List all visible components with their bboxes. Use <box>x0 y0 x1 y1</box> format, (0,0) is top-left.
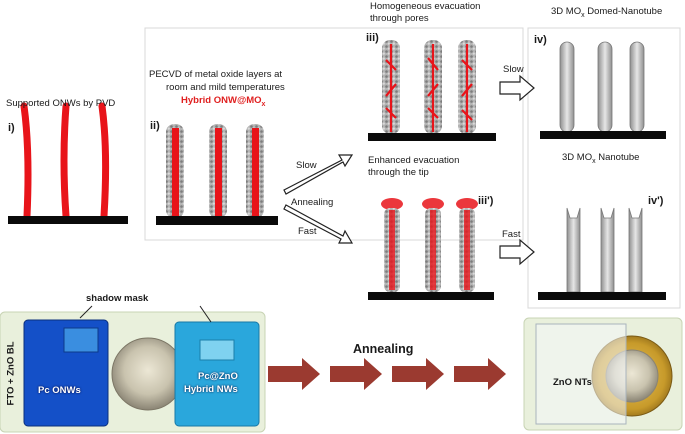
step-ii-label: ii) <box>150 120 160 132</box>
panel-iii-nanowires <box>368 40 496 141</box>
pc-zno-label-2: Hybrid NWs <box>184 384 238 395</box>
nanowire <box>98 102 110 220</box>
fast-arrow-right <box>499 238 535 266</box>
pointer <box>79 305 93 319</box>
fast-arrow-mid <box>283 204 354 244</box>
nanowire <box>20 102 32 220</box>
step-iii-prime-label: iii') <box>478 195 494 207</box>
step-i-label: i) <box>8 122 15 134</box>
shadow-mask-label: shadow mask <box>86 293 149 304</box>
slow-top-label: Slow <box>503 64 524 75</box>
pc-zno-sample <box>174 321 260 427</box>
core <box>172 128 179 216</box>
step-iii-label: iii) <box>366 32 379 44</box>
substrate <box>368 292 494 300</box>
zno-nts-label: ZnO NTs <box>553 377 592 388</box>
annealing-mid-label: Annealing <box>291 197 334 208</box>
pecvd-label-1: PECVD of metal oxide layers at <box>149 69 283 80</box>
fto-label: FTO + ZnO BL <box>5 341 17 406</box>
slow-arrow-right <box>499 74 535 102</box>
panel-iv-nanotubes <box>540 41 666 139</box>
slow-mid-label: Slow <box>296 160 317 171</box>
pointer <box>199 305 212 323</box>
zno-nts-sample <box>535 323 627 425</box>
supported-label: Supported ONWs by PVD <box>6 98 116 109</box>
core <box>252 128 259 216</box>
pecvd-label-2: room and mild temperatures <box>166 82 285 93</box>
step-iv-prime-label: iv') <box>648 195 664 207</box>
right-frame <box>527 27 681 309</box>
hybrid-label: Hybrid ONW@MOx <box>181 95 266 108</box>
annealing-arrows <box>268 358 506 390</box>
domed-label: 3D MOx Domed-Nanotube <box>551 6 663 19</box>
nanotube-label: 3D MOx Nanotube <box>562 152 640 165</box>
annealing-bottom-label: Annealing <box>353 342 414 356</box>
nanowire <box>60 102 70 220</box>
core <box>215 128 222 216</box>
panel-ii-hybrid-nanowires <box>156 124 278 225</box>
substrate <box>538 292 666 300</box>
panel-iv-prime-nanotubes <box>538 207 666 300</box>
schematic-frame <box>144 27 524 241</box>
homog-label-2: through pores <box>370 13 429 24</box>
slow-arrow-mid <box>283 154 354 195</box>
pc-zno-label-1: Pc@ZnO <box>198 371 238 382</box>
fast-mid-label: Fast <box>298 226 317 237</box>
enhanced-label-2: through the tip <box>368 167 429 178</box>
coin-icon <box>111 337 185 411</box>
substrate <box>368 133 496 141</box>
fast-right-label: Fast <box>502 229 521 240</box>
panel-iii-prime-nanowires <box>368 198 494 300</box>
substrate <box>540 131 666 139</box>
substrate <box>156 216 278 225</box>
enhanced-label-1: Enhanced evacuation <box>368 155 460 166</box>
pc-onws-label: Pc ONWs <box>38 385 81 396</box>
panel-i-nanowires <box>8 102 128 224</box>
step-iv-label: iv) <box>534 34 547 46</box>
substrate <box>8 216 128 224</box>
homog-label-1: Homogeneous evacuation <box>370 1 481 12</box>
